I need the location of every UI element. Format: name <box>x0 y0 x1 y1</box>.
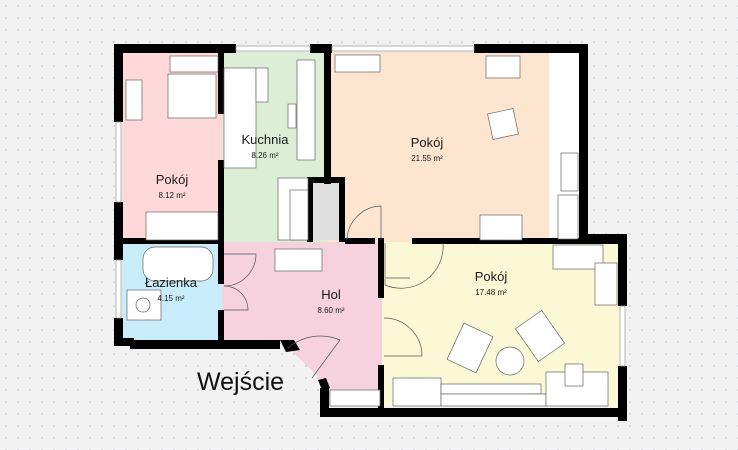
room-name: Łazienka <box>144 275 198 290</box>
shelf <box>169 55 219 73</box>
sofa <box>167 73 217 119</box>
room-kuchnia[interactable]: Kuchnia 8.26 m² <box>242 132 289 160</box>
room-name: Pokój <box>410 135 444 150</box>
room-name: Kuchnia <box>241 132 289 147</box>
room-pokoj-mid[interactable]: Pokój 17.48 m² <box>475 269 508 297</box>
room-area: 8.26 m² <box>251 151 279 160</box>
walls <box>114 44 627 421</box>
door-swings <box>223 205 444 379</box>
room-name: Hol <box>321 287 341 302</box>
room-hol[interactable]: Hol 8.60 m² <box>317 287 344 315</box>
furniture <box>125 54 618 407</box>
kitchen-counter <box>223 67 257 169</box>
room-name: Pokój <box>474 269 508 284</box>
bathtub <box>142 246 214 282</box>
room-area: 8.60 m² <box>317 306 345 315</box>
windows <box>115 45 626 367</box>
room-area: 17.48 m² <box>475 288 507 297</box>
shaft <box>310 180 340 240</box>
room-area: 21.55 m² <box>411 154 443 163</box>
room-area: 4.15 m² <box>157 294 185 303</box>
kitchen-island <box>296 59 316 161</box>
room-floor-hol[interactable] <box>222 242 382 398</box>
bed <box>145 211 219 241</box>
room-pokoj-large[interactable]: Pokój 21.55 m² <box>411 135 444 163</box>
washing-machine <box>126 289 162 321</box>
dresser <box>125 79 143 121</box>
entrance-label: Wejście <box>197 368 285 396</box>
room-area: 8.12 m² <box>158 191 186 200</box>
room-lazienka[interactable]: Łazienka 4.15 m² <box>145 275 197 303</box>
room-pokoj-small[interactable]: Pokój 8.12 m² <box>156 172 189 200</box>
room-name: Pokój <box>155 172 189 187</box>
